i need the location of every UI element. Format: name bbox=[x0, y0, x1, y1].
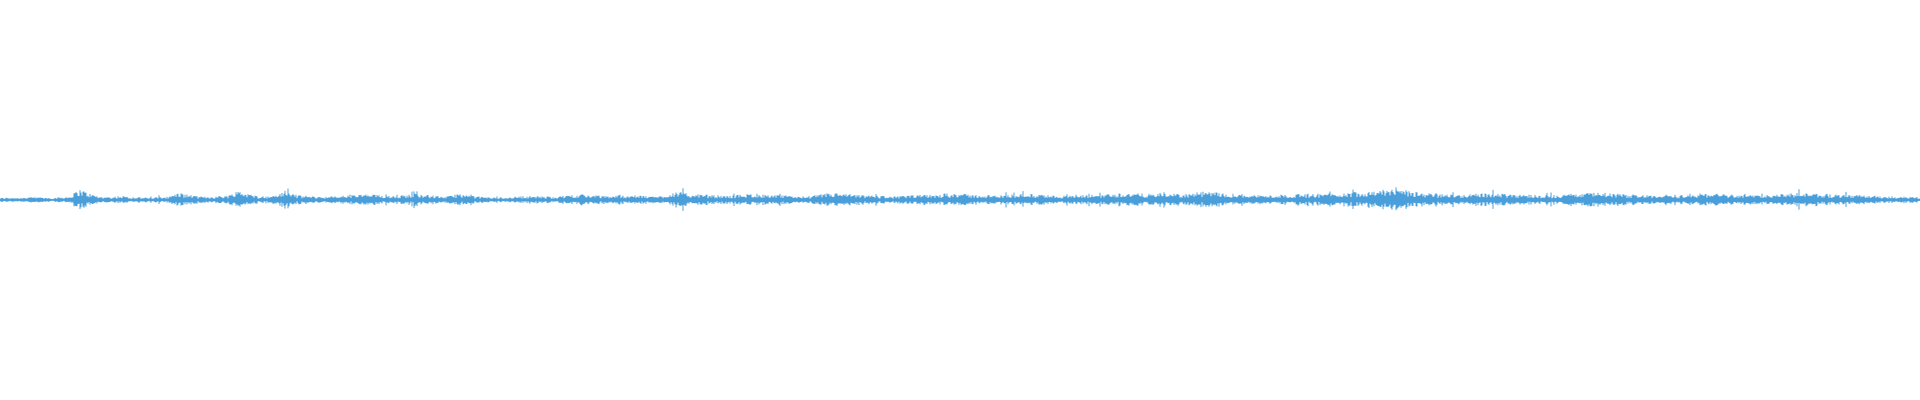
waveform-signal bbox=[0, 187, 1920, 211]
